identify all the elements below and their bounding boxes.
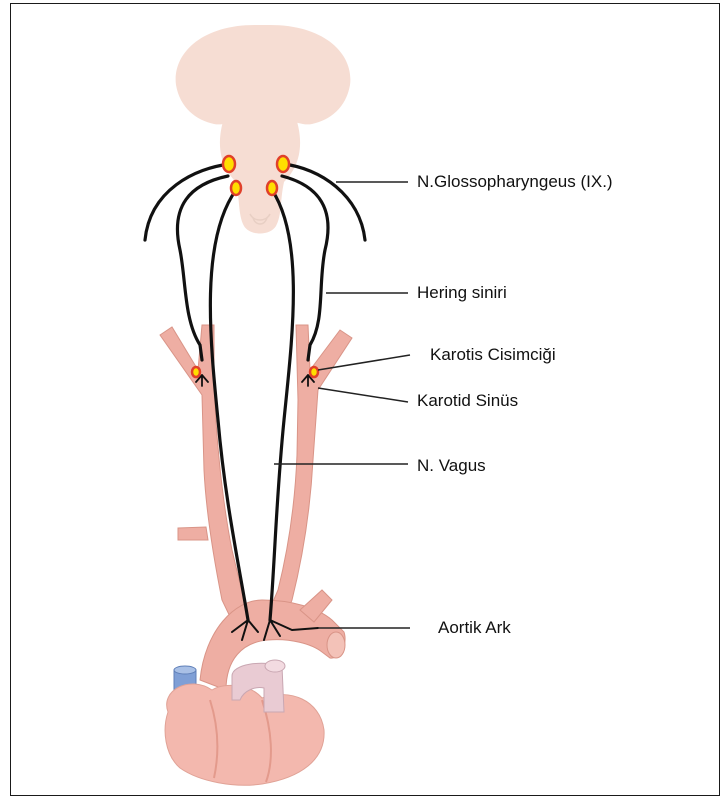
heart: [165, 684, 324, 785]
ganglion-upper-left: [223, 156, 235, 172]
glossopharyngeal-right-arc: [283, 164, 365, 240]
label-aortik-ark: Aortik Ark: [438, 619, 511, 636]
ganglion-upper-right: [277, 156, 289, 172]
pulmonary-opening: [265, 660, 285, 672]
label-karotis-cisimcigi: Karotis Cisimciği: [430, 346, 556, 363]
carotid-body-left: [192, 367, 200, 377]
leader-karotid-sinus: [318, 388, 408, 402]
vena-cava-top: [174, 666, 196, 674]
cerebrum: [176, 25, 351, 124]
brainstem: [220, 118, 300, 234]
label-hering-siniri: Hering siniri: [417, 284, 507, 301]
ganglion-lower-left: [231, 181, 241, 195]
ganglion-lower-right: [267, 181, 277, 195]
left-artery-branch: [178, 527, 208, 540]
left-carotid-artery: [160, 325, 252, 625]
carotid-body-right: [310, 367, 318, 377]
carotid-arteries: [160, 325, 352, 690]
aortic-arch-opening: [327, 632, 345, 658]
label-karotid-sinus: Karotid Sinüs: [417, 392, 518, 409]
label-glossopharyngeus: N.Glossopharyngeus (IX.): [417, 173, 613, 190]
nerves: [145, 164, 365, 640]
label-vagus: N. Vagus: [417, 457, 486, 474]
heart-body: [165, 684, 324, 785]
brain: [176, 25, 351, 234]
